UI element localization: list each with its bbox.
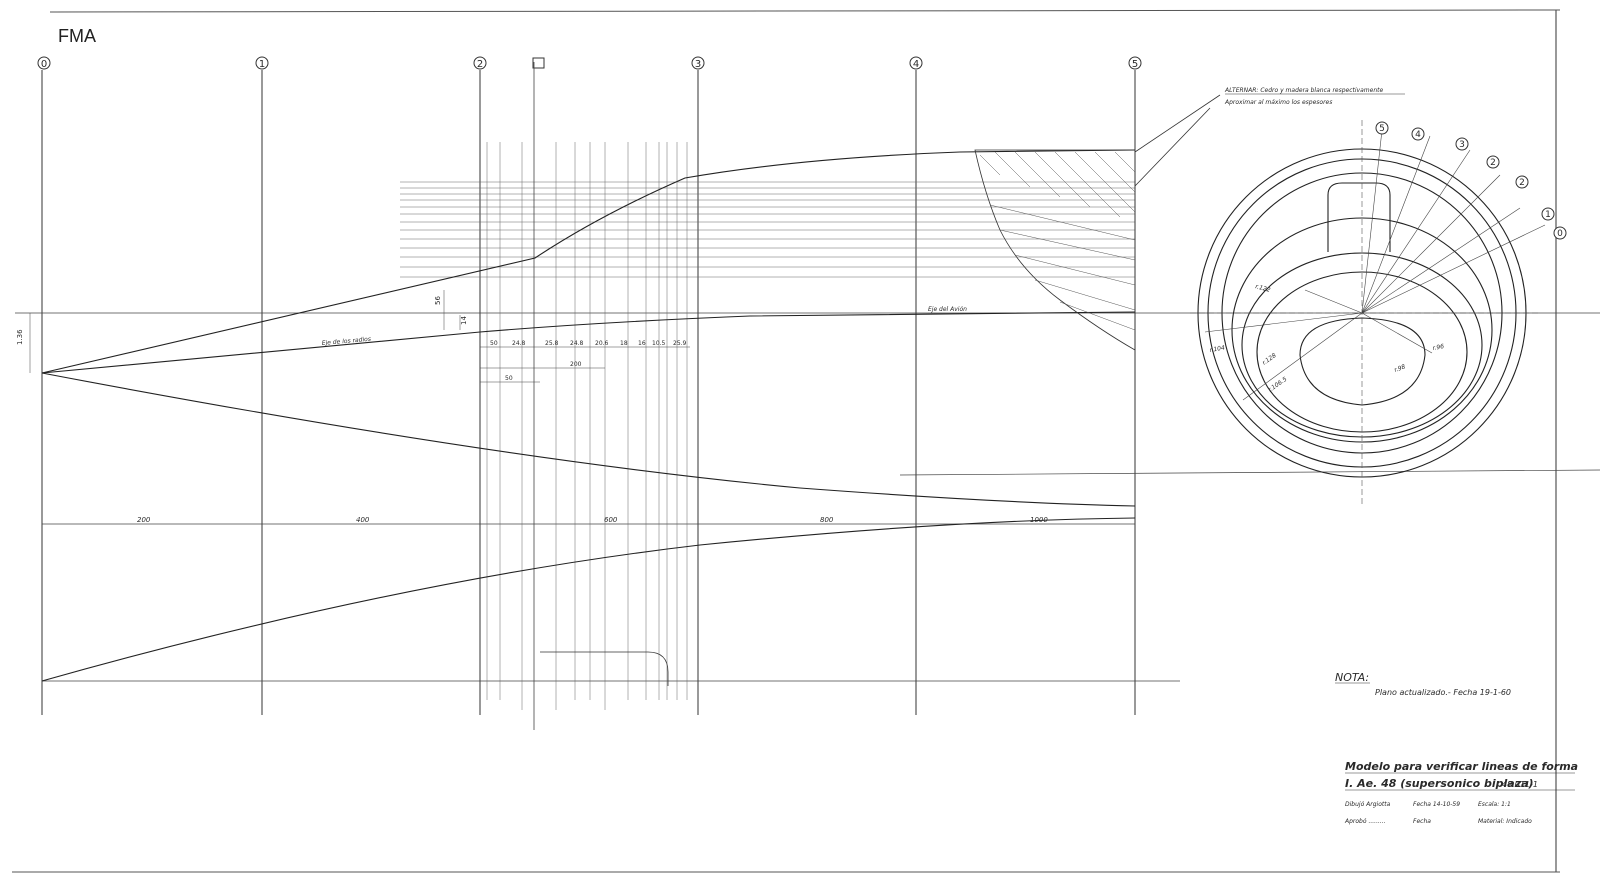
nota-block: NOTA: Plano actualizado.- Fecha 19-1-60 xyxy=(1335,671,1511,697)
small-dimension-row: 50 24.8 25.8 24.8 20.6 18 16 10.5 25.9 2… xyxy=(480,340,690,383)
reference-lines xyxy=(15,312,1600,682)
title-subtitle: I. Ae. 48 (supersonico biplaza) xyxy=(1345,777,1534,790)
spacing-600: 600 xyxy=(604,516,618,524)
radius-label-122: r.122 xyxy=(1254,283,1271,294)
radius-label-104: r.104 xyxy=(1209,344,1225,354)
station-label-4: 4 xyxy=(909,56,923,70)
svg-text:2: 2 xyxy=(1490,158,1496,168)
scale: Escala: 1:1 xyxy=(1478,801,1511,808)
title-block: Modelo para verificar lineas de forma I.… xyxy=(1344,760,1578,825)
svg-text:5: 5 xyxy=(1379,124,1385,134)
bottom-profile-curve xyxy=(41,517,1136,682)
station-labels: 0 1 2 3 4 5 xyxy=(37,56,1142,70)
fma-logo: FMA xyxy=(58,26,96,46)
lower-profile-curve xyxy=(41,372,1136,507)
dim-7: 16 xyxy=(638,340,646,347)
radius-label-128: r.128 xyxy=(1261,352,1278,367)
section-ring-labels: 5 4 3 2 2 1 0 xyxy=(1375,121,1567,240)
hatched-section xyxy=(974,149,1136,351)
drawing-number: 48.011-1 xyxy=(1502,780,1538,789)
station-label-5: 5 xyxy=(1128,56,1142,70)
dim-5: 20.6 xyxy=(595,340,609,347)
station-lines xyxy=(41,70,1136,715)
dim-3: 25.8 xyxy=(545,340,559,347)
radius-label-98: r.98 xyxy=(1393,363,1406,374)
station-label-1: 1 xyxy=(255,56,269,70)
dim-1: 50 xyxy=(490,340,498,347)
svg-text:1: 1 xyxy=(1545,210,1551,220)
ring-label-3: 3 xyxy=(1455,137,1469,151)
dim-6: 18 xyxy=(620,340,628,347)
svg-text:0: 0 xyxy=(41,59,47,70)
dim-4: 24.8 xyxy=(570,340,584,347)
svg-text:4: 4 xyxy=(913,59,919,70)
vertical-dimensions: 1.36 56 14 xyxy=(16,290,468,373)
aircraft-axis-label: Eje del Avión xyxy=(928,306,967,313)
nota-text: Plano actualizado.- Fecha 19-1-60 xyxy=(1375,688,1511,697)
lower-detail-outline xyxy=(540,651,669,686)
material-note-line1: ALTERNAR: Cedro y madera blanca respecti… xyxy=(1224,87,1383,94)
radii-axis-label: Eje de los radios xyxy=(322,336,372,347)
svg-text:5: 5 xyxy=(1132,59,1138,70)
material-note-line2: Aproximar al máximo los espesores xyxy=(1224,99,1332,106)
fuselage-profile xyxy=(41,149,1136,682)
dim-2: 24.8 xyxy=(512,340,526,347)
ring-label-0: 0 xyxy=(1553,226,1567,240)
svg-text:3: 3 xyxy=(1459,140,1465,150)
radius-label-96: r.96 xyxy=(1432,343,1445,352)
approved-date: Fecha xyxy=(1413,818,1431,825)
ring-label-2a: 2 xyxy=(1486,155,1500,169)
station-label-3: 3 xyxy=(691,56,705,70)
spacing-400: 400 xyxy=(356,516,370,524)
ring-label-5: 5 xyxy=(1375,121,1389,135)
radius-label-106: r.106.5 xyxy=(1267,376,1288,394)
section-grid-vertical xyxy=(486,62,688,730)
svg-text:3: 3 xyxy=(695,59,701,70)
material: Material: Indicado xyxy=(1478,818,1532,825)
upper-profile-curve xyxy=(41,149,1136,374)
vdim-14: 14 xyxy=(460,316,468,325)
sub-dim-200: 200 xyxy=(570,361,582,368)
sub-dim-50: 50 xyxy=(505,375,513,382)
svg-text:1: 1 xyxy=(259,59,265,70)
drawn-by: Dibujó Argiotta xyxy=(1345,801,1391,808)
radii-axis-curve xyxy=(41,311,1136,374)
svg-text:2: 2 xyxy=(477,59,483,70)
nota-title: NOTA: xyxy=(1335,671,1369,684)
dim-8: 10.5 xyxy=(652,340,666,347)
ring-2 xyxy=(1231,217,1493,443)
material-note: ALTERNAR: Cedro y madera blanca respecti… xyxy=(1224,87,1405,106)
station-label-2: 2 xyxy=(473,56,487,70)
section-grid-horizontal xyxy=(400,181,1135,278)
spacing-800: 800 xyxy=(820,516,834,524)
spacing-200: 200 xyxy=(137,516,151,524)
title-main: Modelo para verificar lineas de forma xyxy=(1345,760,1578,773)
vdim-56: 56 xyxy=(434,296,442,305)
note-leaders xyxy=(1134,94,1221,187)
canopy-box xyxy=(1327,182,1391,252)
ring-label-4: 4 xyxy=(1411,127,1425,141)
svg-text:0: 0 xyxy=(1557,229,1563,239)
radius-leaders xyxy=(1204,129,1546,401)
station-label-0: 0 xyxy=(37,56,51,70)
section-axes xyxy=(1190,120,1540,505)
spacing-1000: 1000 xyxy=(1030,516,1048,524)
ring-label-1: 1 xyxy=(1541,207,1555,221)
vdim-nose: 1.36 xyxy=(16,329,24,345)
ring-label-2b: 2 xyxy=(1515,175,1529,189)
dim-9: 25.9 xyxy=(673,340,687,347)
station-marker-box xyxy=(532,57,545,69)
spacing-dimensions: 200 400 600 800 1000 xyxy=(137,516,1048,524)
svg-text:2: 2 xyxy=(1519,178,1525,188)
lower-reference-line xyxy=(899,469,1600,476)
approved-by: Aprobó ......... xyxy=(1344,818,1386,825)
inner-oval xyxy=(1299,317,1426,406)
svg-text:4: 4 xyxy=(1415,130,1421,140)
border-top xyxy=(49,9,1561,13)
drawn-date: Fecha 14-10-59 xyxy=(1413,801,1460,808)
